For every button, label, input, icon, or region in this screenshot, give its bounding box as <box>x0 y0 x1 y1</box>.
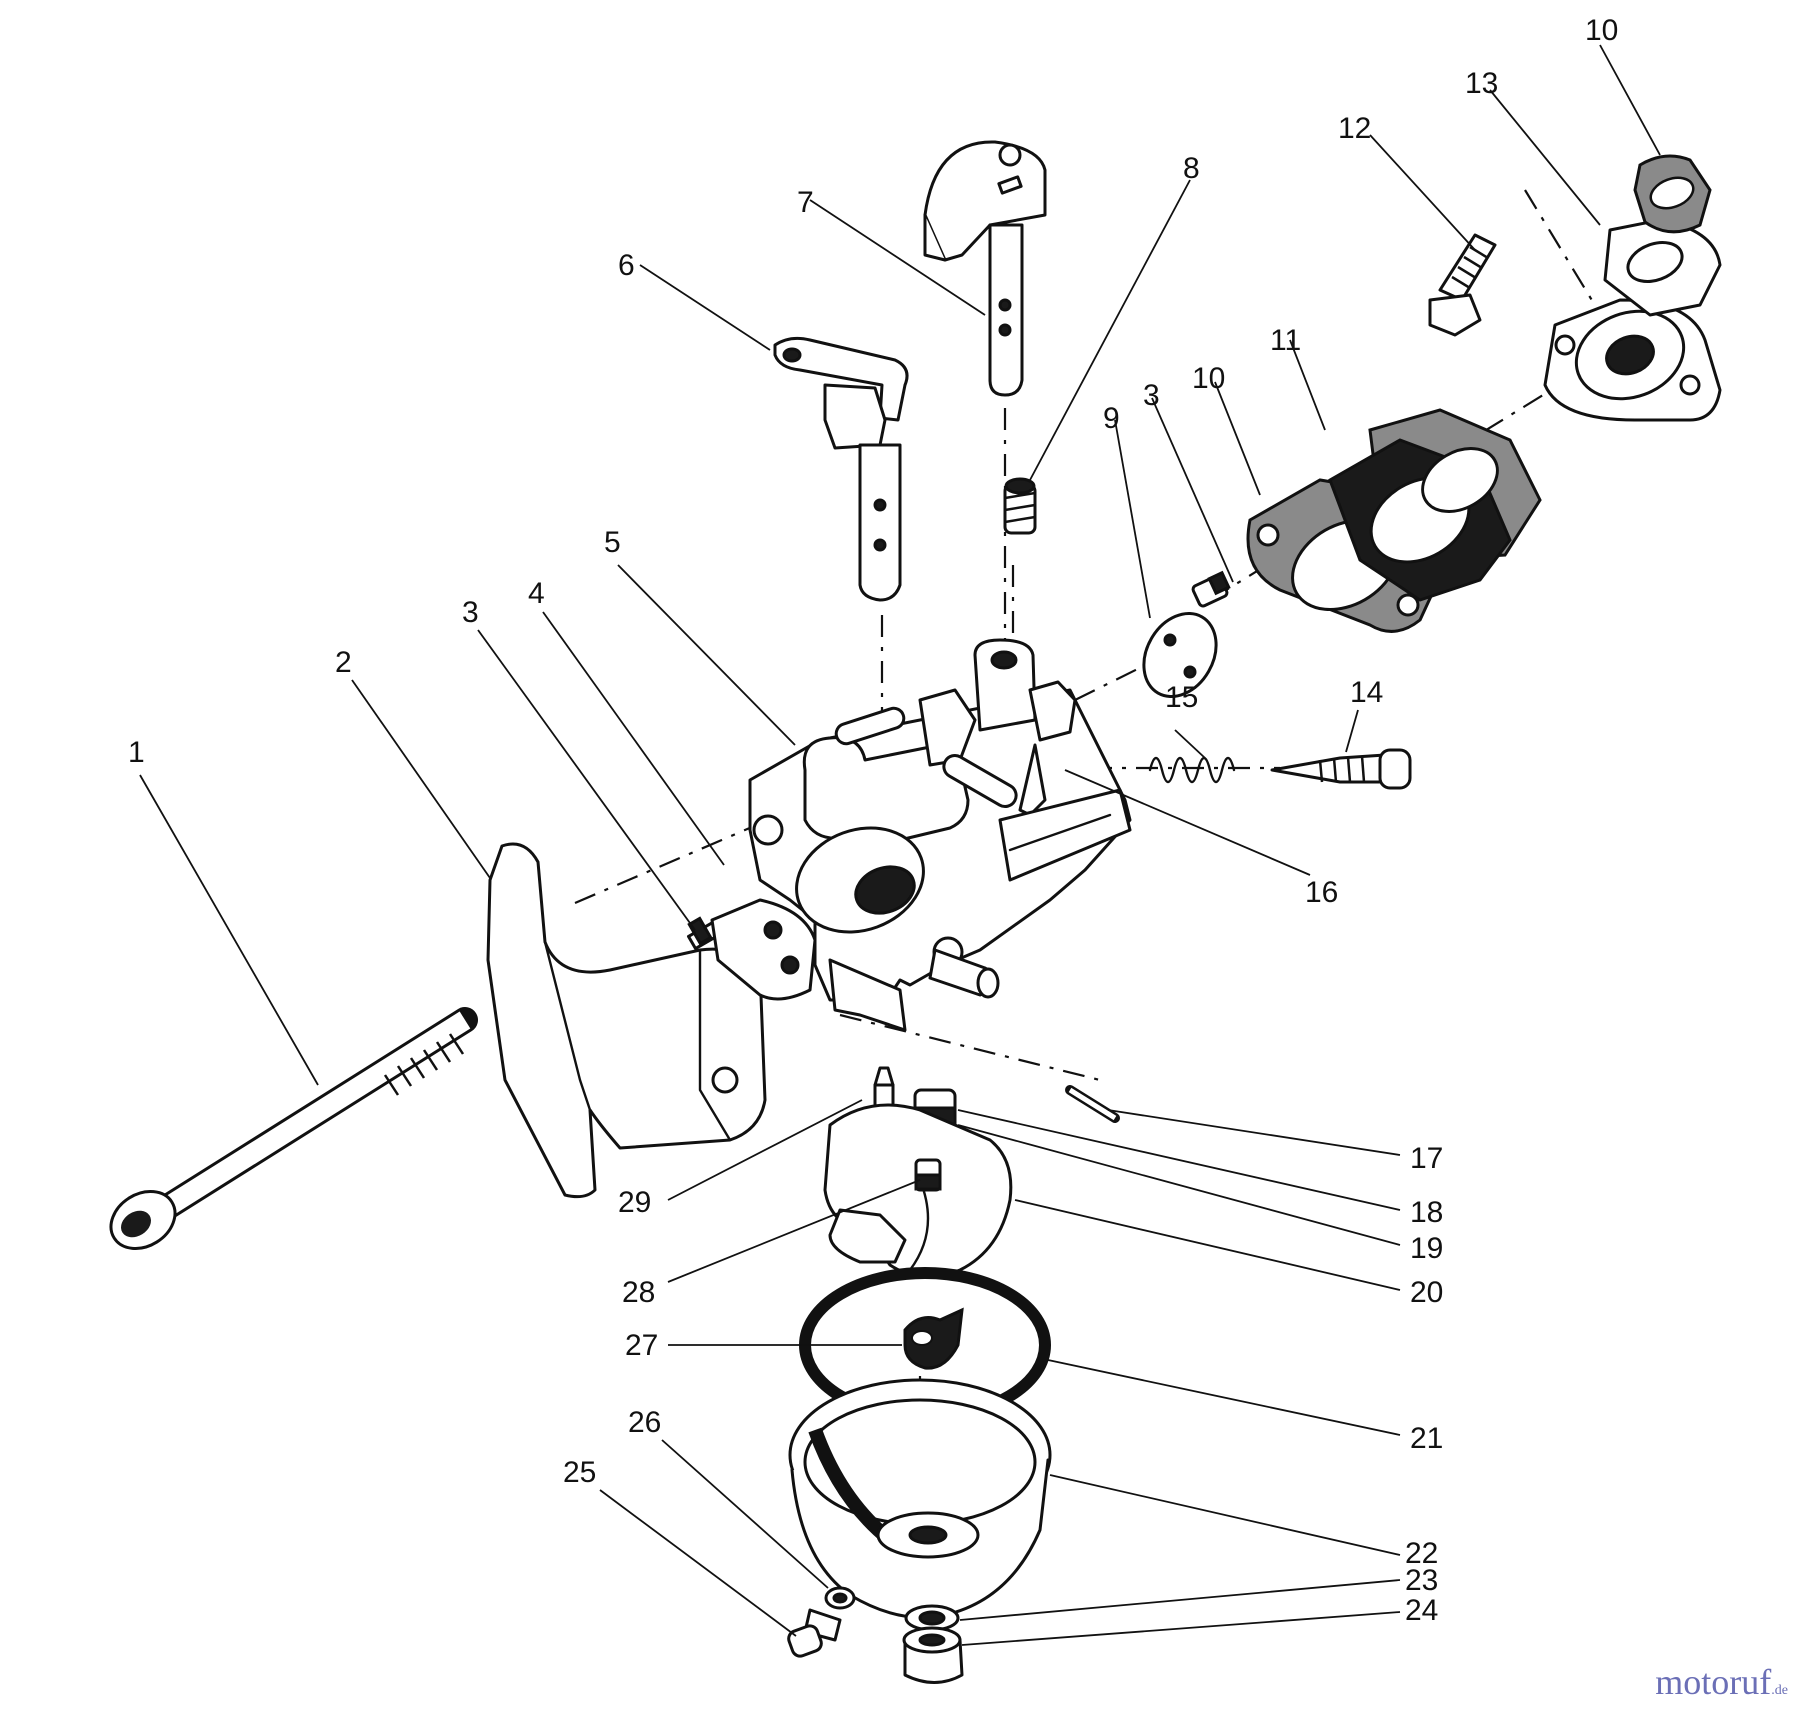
callout-6: 6 <box>618 249 635 282</box>
callout-23: 23 <box>1405 1564 1438 1597</box>
callout-29: 29 <box>618 1186 651 1219</box>
watermark-suffix: .de <box>1771 1683 1788 1698</box>
callout-1: 1 <box>128 736 145 769</box>
watermark-name: motoruf <box>1655 1662 1772 1702</box>
drain-screw-part <box>787 1586 856 1658</box>
callout-15: 15 <box>1165 681 1198 714</box>
bowl-valve-part <box>903 1307 964 1370</box>
callout-28: 28 <box>622 1276 655 1309</box>
bracket-part <box>486 842 767 1199</box>
carburetor-body-part <box>748 638 1132 1032</box>
float-pin-part <box>1065 1085 1120 1123</box>
callout-5: 5 <box>604 526 621 559</box>
callout-18: 18 <box>1410 1196 1443 1229</box>
callout-14: 14 <box>1350 676 1383 709</box>
callout-13: 13 <box>1465 67 1498 100</box>
callout-4: 4 <box>528 577 545 610</box>
callout-9: 9 <box>1103 402 1120 435</box>
elbow-bolt-part <box>1428 233 1497 337</box>
needle-spring-part <box>1148 756 1236 784</box>
mixture-needle-part <box>1270 748 1412 790</box>
plate-screw-part <box>1191 570 1231 608</box>
callout-24: 24 <box>1405 1594 1438 1627</box>
callout-3-lower: 3 <box>462 596 479 629</box>
callout-20: 20 <box>1410 1276 1443 1309</box>
callout-11: 11 <box>1270 324 1301 357</box>
callout-19: 19 <box>1410 1232 1443 1265</box>
callout-26: 26 <box>628 1406 661 1439</box>
plate-part <box>710 898 817 1001</box>
choke-lever-part <box>773 336 909 602</box>
bowl-nut-part <box>902 1604 964 1684</box>
callout-16: 16 <box>1305 876 1338 909</box>
callout-12: 12 <box>1338 112 1371 145</box>
callout-leader-lines <box>139 44 1661 1646</box>
float-bowl-part <box>788 1378 1052 1619</box>
callout-22: 22 <box>1405 1537 1438 1570</box>
main-jet-part <box>914 1158 942 1192</box>
long-bolt-part <box>109 1007 478 1250</box>
callout-7: 7 <box>797 186 814 219</box>
callout-3-upper: 3 <box>1143 379 1160 412</box>
callout-numbers: 1 2 3 4 5 6 7 8 9 3 10 11 12 13 10 14 15… <box>128 14 1618 1627</box>
callout-17: 17 <box>1410 1142 1443 1175</box>
callout-10-middle: 10 <box>1192 362 1225 395</box>
insulator-spacer-part <box>1328 408 1542 602</box>
assembly-centerlines <box>574 189 1611 1560</box>
throttle-shaft-part <box>923 140 1047 397</box>
idle-screw-part <box>1003 477 1037 535</box>
callout-21: 21 <box>1410 1422 1443 1455</box>
callout-27: 27 <box>625 1329 658 1362</box>
watermark-logo: motoruf.de <box>1655 1661 1788 1703</box>
callout-8: 8 <box>1183 152 1200 185</box>
throttle-plate-part <box>1142 611 1218 699</box>
callout-25: 25 <box>563 1456 596 1489</box>
callout-10-top: 10 <box>1585 14 1618 47</box>
callout-2: 2 <box>335 646 352 679</box>
intake-elbow-part <box>1543 218 1722 422</box>
elbow-gasket-part <box>1633 154 1712 234</box>
